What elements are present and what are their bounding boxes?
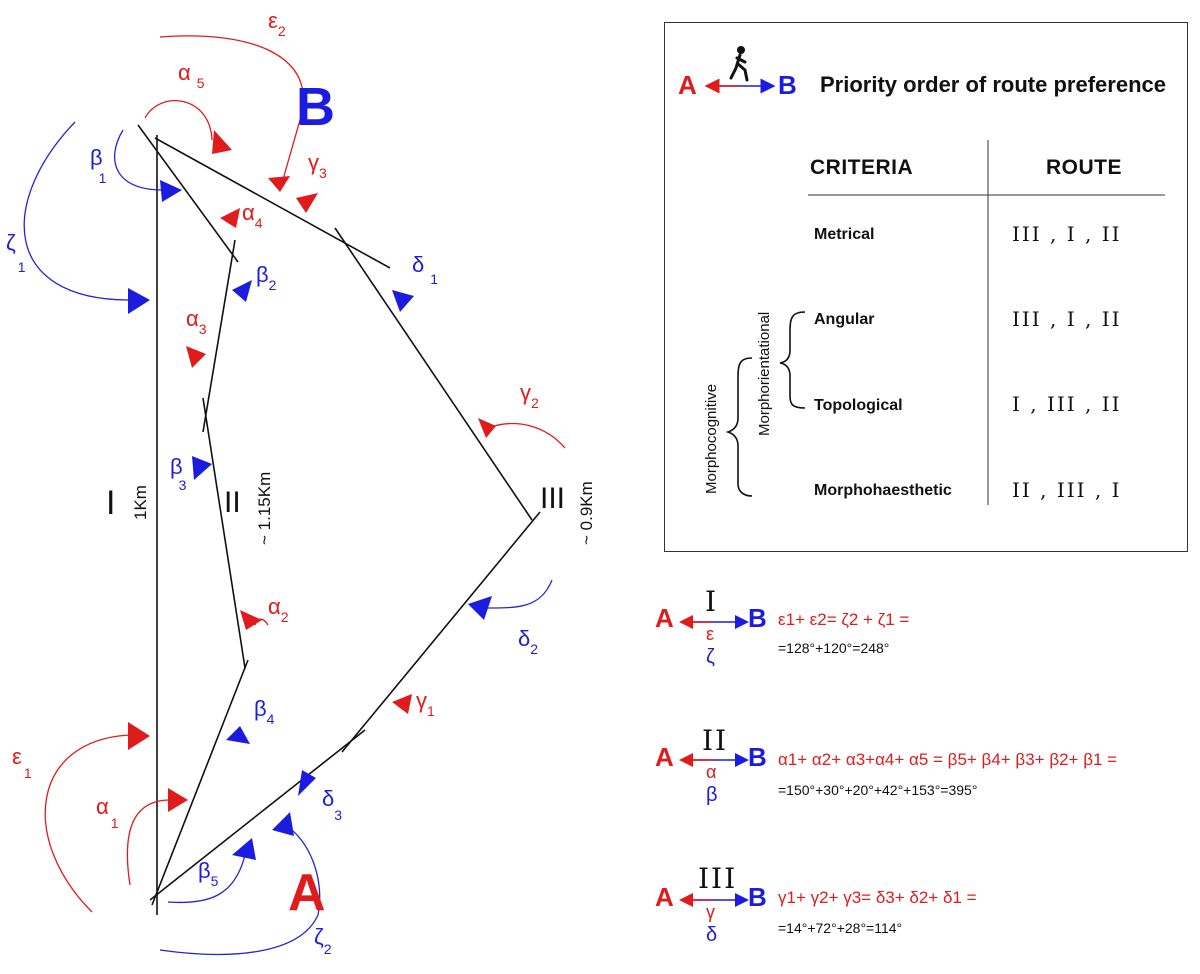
label-delta2: δ2 [518, 626, 538, 657]
brace-morphocognitive [725, 357, 753, 497]
legend-ab-arrow: A B [678, 70, 797, 100]
criterion-metrical: Metrical [814, 226, 875, 243]
criterion-topological: Topological [814, 397, 903, 414]
legend-header-criteria: CRITERIA [810, 156, 914, 179]
route-i-length: 1Km [131, 485, 150, 520]
formula-route-i-result: =128°+120°=248° [778, 640, 890, 656]
label-zeta1: ζ1 [6, 230, 26, 275]
route-iii-length: ~ 0.9Km [577, 481, 596, 545]
formula-route-i-top: ε [706, 624, 715, 644]
formula-route-ii-top: α [706, 762, 717, 782]
formula-route-iii-bottom: δ [706, 924, 718, 946]
route-ii-length: ~ 1.15Km [255, 472, 274, 545]
group-morphocognitive: Morphocognitive [703, 383, 720, 494]
label-delta1: δ1 [412, 252, 438, 287]
order-angular: III , I , II [1012, 307, 1122, 331]
formula-route-ii-expression: α1+ α2+ α3+α4+ α5 = β5+ β4+ β3+ β2+ β1 = [778, 750, 1118, 769]
point-b-label: B [296, 77, 335, 137]
red-angle-arcs [44, 35, 566, 913]
criterion-angular: Angular [814, 311, 875, 328]
route-ii-numeral: II [224, 486, 241, 519]
order-metrical: III , I , II [1012, 222, 1122, 246]
formula-route-iii-expression: γ1+ γ2+ γ3= δ3+ δ2+ δ1 = [778, 888, 977, 907]
criterion-morphohaesthetic: Morphohaesthetic [814, 482, 952, 499]
label-alpha3: α3 [186, 306, 207, 337]
label-alpha1: α1 [96, 794, 119, 831]
route-ii-path [137, 124, 249, 906]
label-alpha2: α2 [268, 594, 289, 625]
formula-route-ii-bottom: β [706, 784, 718, 806]
label-gamma2: γ2 [520, 380, 539, 411]
formula-route-iii-result: =14°+72°+28°=114° [778, 920, 903, 936]
label-gamma1: γ1 [416, 688, 435, 719]
label-gamma3: γ3 [308, 150, 327, 181]
brace-morphorientational [779, 311, 806, 409]
formula-arrows [679, 615, 749, 907]
route-iii-numeral: III [540, 482, 565, 515]
label-zeta2: ζ2 [314, 924, 332, 957]
legend-title: Priority order of route preference [820, 72, 1166, 97]
svg-text:B: B [778, 70, 797, 100]
label-epsilon1: ε1 [12, 744, 32, 781]
group-morphorientational: Morphorientational [756, 311, 773, 436]
order-morphohaesthetic: II , III , I [1012, 478, 1122, 502]
formula-route-i-bottom: ζ [706, 646, 715, 668]
formula-route-i-numeral: I [705, 585, 719, 618]
formula-route-ii-numeral: II [702, 724, 729, 757]
pedestrian-icon [729, 46, 749, 82]
legend-panel [664, 22, 1188, 552]
label-beta2: β2 [256, 262, 277, 293]
svg-text:A: A [678, 70, 697, 100]
route-iii-path [149, 137, 541, 901]
blue-angle-arcs [23, 121, 553, 956]
label-delta3: δ3 [322, 786, 342, 823]
label-alpha4: α4 [242, 200, 263, 231]
formula-route-iii-top: γ [706, 902, 715, 922]
label-beta4: β4 [254, 696, 275, 727]
formula-route-ii-result: =150°+30°+20°+42°+153°=395° [778, 782, 978, 798]
order-topological: I , III , II [1012, 392, 1122, 416]
formula-route-i-expression: ε1+ ε2= ζ2 + ζ1 = [778, 610, 910, 629]
label-epsilon2: ε2 [268, 8, 286, 39]
formula-route-iii-numeral: III [698, 862, 738, 895]
route-i-numeral: I [106, 484, 115, 522]
legend-header-route: ROUTE [1046, 156, 1122, 179]
point-a-label: A [288, 864, 326, 922]
label-beta5: β5 [198, 858, 219, 889]
